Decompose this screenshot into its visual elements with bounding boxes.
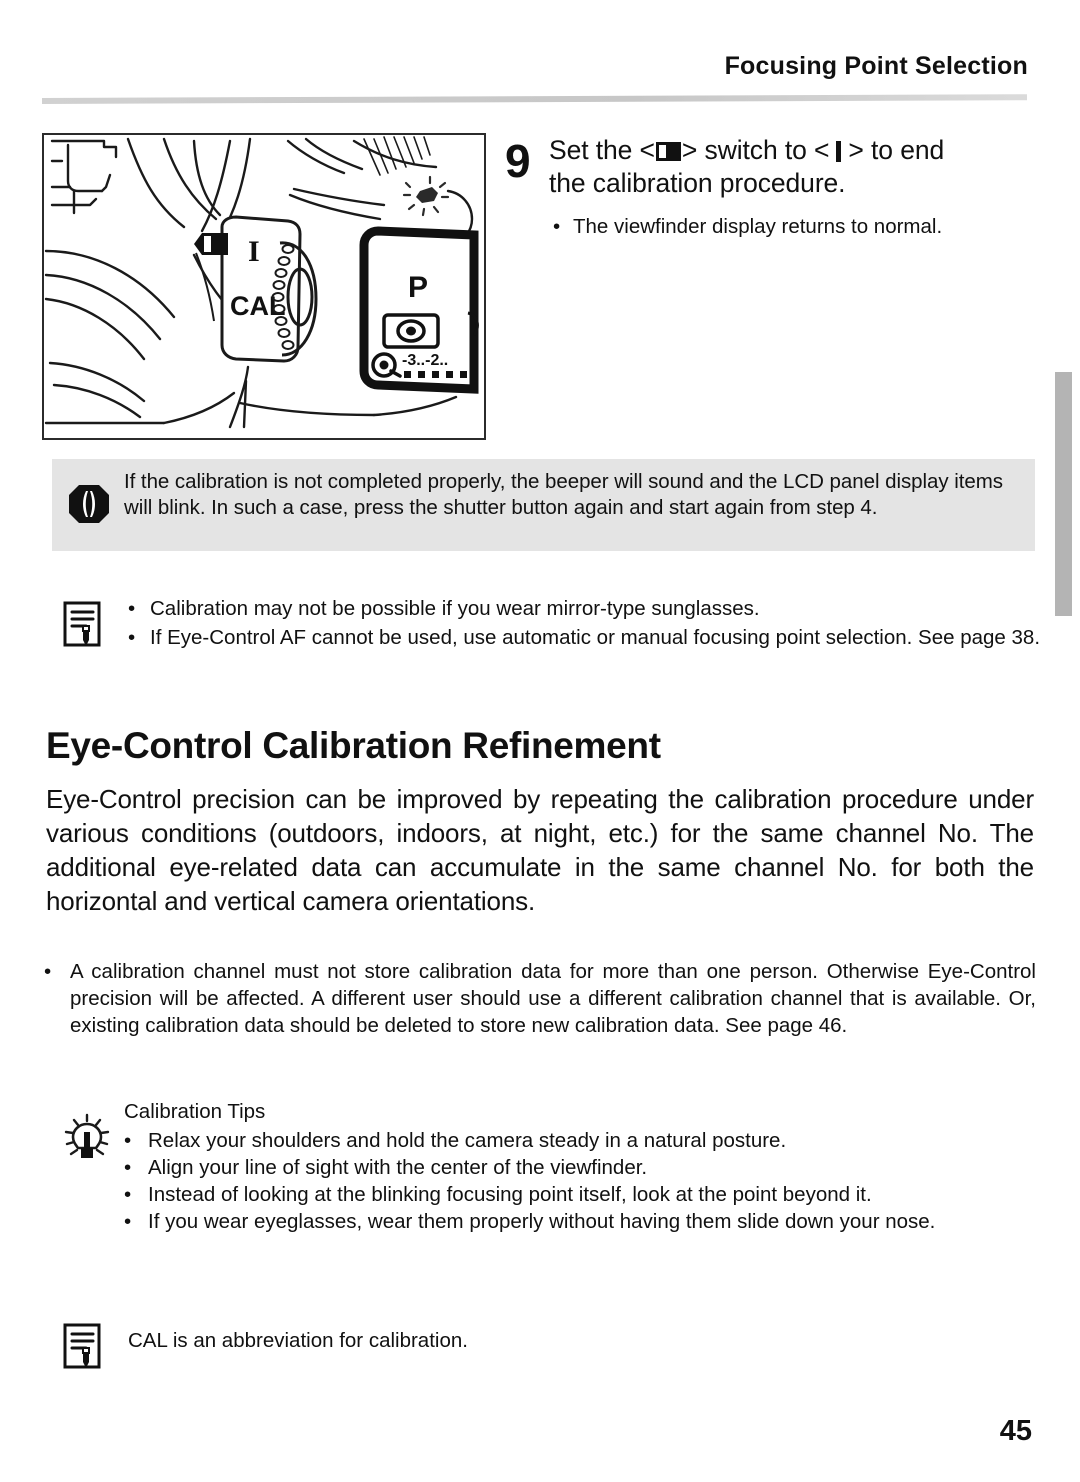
camera-line-drawing: CAL I — [44, 135, 480, 434]
list-item: • If Eye-Control AF cannot be used, use … — [128, 625, 1055, 651]
bullet-dot: • — [124, 1183, 132, 1206]
tips-callout: Calibration Tips • Relax your shoulders … — [62, 1098, 1037, 1235]
page-number: 45 — [999, 1415, 1032, 1447]
tips-body: Calibration Tips • Relax your shoulders … — [124, 1098, 1048, 1235]
note-list: • Calibration may not be possible if you… — [128, 596, 1055, 654]
list-item: • If you wear eyeglasses, wear them prop… — [124, 1208, 1048, 1235]
step-text-line-2: the calibration procedure. — [549, 168, 846, 198]
channel-warning-text: A calibration channel must not store cal… — [70, 960, 1036, 1037]
running-header: Focusing Point Selection — [724, 52, 1028, 80]
flash-symbol-icon — [402, 175, 450, 217]
edge-index-tab — [1055, 372, 1072, 616]
caution-callout: If the calibration is not completed prop… — [52, 459, 1035, 551]
lightbulb-icon — [62, 1098, 124, 1235]
step-sub-bullet: • The viewfinder display returns to norm… — [553, 214, 1045, 240]
cal-switch-symbol-icon — [655, 142, 681, 161]
section-heading: Eye-Control Calibration Refinement — [46, 725, 661, 766]
step-9-block: 9 Set the < > switch to < > to end the cal… — [505, 134, 1045, 240]
footnote-text: CAL is an abbreviation for calibration. — [128, 1329, 468, 1352]
note-item-text: If Eye-Control AF cannot be used, use au… — [150, 626, 1041, 649]
list-item: • Calibration may not be possible if you… — [128, 596, 1055, 622]
header-divider-rule — [41, 94, 1028, 104]
camera-switch-illustration: CAL I — [42, 133, 486, 440]
tips-item-text: Instead of looking at the blinking focus… — [148, 1183, 872, 1206]
bullet-dot: • — [124, 1210, 132, 1233]
bullet-dot: • — [128, 597, 136, 620]
step-text-part-1: Set the < — [549, 135, 655, 165]
caution-icon — [66, 469, 124, 532]
list-item: • Align your line of sight with the cent… — [124, 1154, 1048, 1181]
step-instruction: Set the < > switch to < > to end the calib… — [549, 134, 944, 200]
bullet-dot: • — [44, 960, 52, 983]
step-text-part-2: > switch to < — [681, 135, 830, 165]
on-position-symbol-icon — [836, 141, 842, 162]
bullet-dot: • — [124, 1129, 132, 1152]
channel-warning-bullet: • A calibration channel must not store c… — [44, 958, 1036, 1039]
tips-item-text: If you wear eyeglasses, wear them proper… — [148, 1210, 936, 1233]
note-callout: • Calibration may not be possible if you… — [62, 596, 1040, 654]
note-document-icon — [62, 596, 128, 654]
tips-item-text: Relax your shoulders and hold the camera… — [148, 1129, 787, 1152]
bullet-dot: • — [128, 626, 136, 649]
switch-pointer-icon — [194, 233, 228, 322]
footnote-callout: CAL is an abbreviation for calibration. — [62, 1320, 468, 1375]
list-item: • Instead of looking at the blinking foc… — [124, 1181, 1048, 1208]
bullet-dot: • — [124, 1156, 132, 1179]
lcd-panel: P -3..-2.. — [359, 226, 479, 394]
step-number: 9 — [505, 135, 531, 187]
note-document-icon — [62, 1320, 128, 1375]
tips-item-text: Align your line of sight with the center… — [148, 1156, 648, 1179]
step-text-part-3: > to end — [848, 135, 945, 165]
switch-dial-wheel — [271, 241, 318, 357]
section-paragraph: Eye-Control precision can be improved by… — [46, 784, 1034, 916]
tips-title: Calibration Tips — [124, 1100, 266, 1123]
note-item-text: Calibration may not be possible if you w… — [150, 597, 760, 620]
bullet-dot: • — [553, 215, 561, 238]
on-position-label: I — [248, 235, 260, 268]
lcd-scale-label: -3..-2.. — [402, 352, 448, 369]
step-sub-bullet-text: The viewfinder display returns to normal… — [573, 215, 943, 238]
caution-text: If the calibration is not completed prop… — [124, 470, 1003, 519]
lcd-mode-label: P — [408, 271, 428, 304]
list-item: • Relax your shoulders and hold the came… — [124, 1127, 1048, 1154]
